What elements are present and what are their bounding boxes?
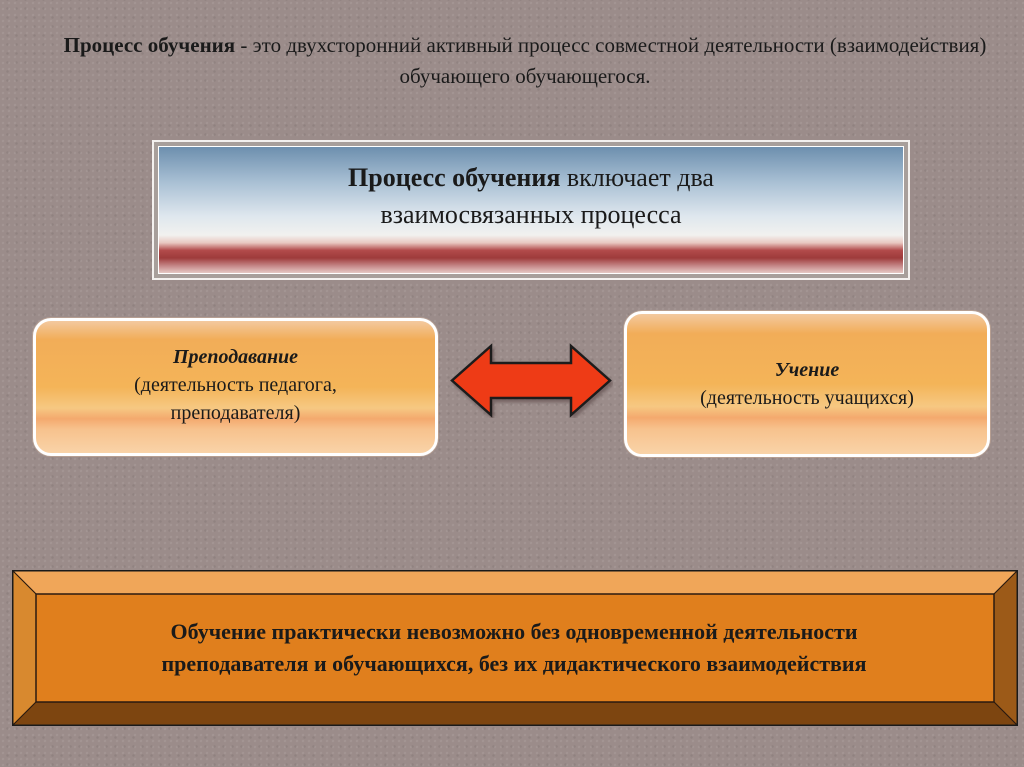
learning-title: Учение [774,359,840,381]
teaching-box: Преподавание (деятельность педагога, пре… [33,318,438,456]
conclusion-line-1: Обучение практически невозможно без одно… [170,619,858,644]
conclusion-line-2: преподавателя и обучающихся, без их дида… [161,651,867,676]
teaching-line-2: преподавателя) [170,402,301,424]
learning-line-1: (деятельность учащихся) [700,387,914,409]
header-term: Процесс обучения [348,163,561,192]
header-line-2: взаимосвязанных процесса [380,200,682,229]
definition-term: Процесс обучения [63,33,236,57]
definition-text: Процесс обучения - это двухсторонний акт… [60,30,990,92]
learning-box: Учение (деятельность учащихся) [624,311,990,457]
teaching-line-1: (деятельность педагога, [134,374,337,396]
header-inner: Процесс обучения включает два взаимосвяз… [158,146,904,274]
conclusion-text: Обучение практически невозможно без одно… [36,598,992,698]
header-line-1: Процесс обучения включает два [159,159,903,196]
double-arrow-icon [450,343,612,418]
definition-body: - это двухсторонний активный процесс сов… [235,33,987,88]
teaching-title: Преподавание [172,346,299,368]
header-line-1-rest: включает два [560,163,714,192]
conclusion-frame [12,570,1018,726]
header-box: Процесс обучения включает два взаимосвяз… [152,140,910,280]
